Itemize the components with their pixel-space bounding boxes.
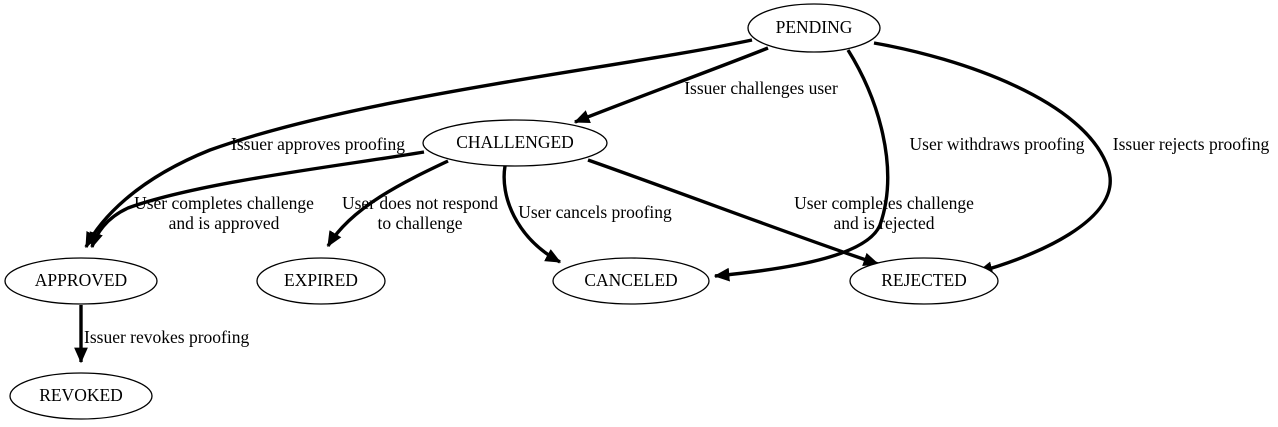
node-revoked-label: REVOKED	[39, 385, 123, 405]
edge-label-user-completes-challenge-rejected-line1: User completes challenge	[794, 193, 974, 213]
edge-label-user-completes-challenge-approved-line2: and is approved	[169, 213, 280, 233]
edge-label-user-completes-challenge-rejected: User completes challenge and is rejected	[794, 193, 974, 233]
node-canceled[interactable]: CANCELED	[552, 257, 710, 305]
node-canceled-label: CANCELED	[584, 270, 677, 290]
node-rejected[interactable]: REJECTED	[849, 257, 999, 305]
node-challenged-label: CHALLENGED	[456, 132, 574, 152]
node-expired-shape[interactable]	[256, 257, 386, 305]
node-group: PENDING CHALLENGED APPROVED EXPIRED CANC…	[4, 3, 999, 420]
node-pending-shape[interactable]	[747, 3, 881, 53]
edge-label-user-does-not-respond-line2: to challenge	[377, 213, 462, 233]
edge-group	[74, 38, 1112, 364]
node-canceled-shape[interactable]	[552, 257, 710, 305]
node-pending-label: PENDING	[776, 17, 853, 37]
edge-label-issuer-challenges-user: Issuer challenges user	[684, 78, 838, 98]
node-approved-shape[interactable]	[4, 257, 158, 305]
node-expired-label: EXPIRED	[284, 270, 358, 290]
edge-challenged-expired	[326, 159, 449, 248]
edge-label-user-completes-challenge-rejected-line2: and is rejected	[833, 213, 934, 233]
edge-label-user-completes-challenge-approved-line1: User completes challenge	[134, 193, 314, 213]
edge-label-user-withdraws-proofing: User withdraws proofing	[910, 134, 1085, 154]
node-revoked-shape[interactable]	[9, 372, 153, 420]
node-expired[interactable]: EXPIRED	[256, 257, 386, 305]
node-challenged[interactable]: CHALLENGED	[422, 119, 608, 167]
node-challenged-shape[interactable]	[422, 119, 608, 167]
node-rejected-shape[interactable]	[849, 257, 999, 305]
node-rejected-label: REJECTED	[881, 270, 967, 290]
edge-label-user-does-not-respond: User does not respond to challenge	[342, 193, 498, 233]
edge-label-issuer-revokes-proofing: Issuer revokes proofing	[84, 327, 249, 347]
node-revoked[interactable]: REVOKED	[9, 372, 153, 420]
node-approved-label: APPROVED	[35, 270, 127, 290]
edge-label-issuer-rejects-proofing: Issuer rejects proofing	[1113, 134, 1270, 154]
edge-label-issuer-approves-proofing: Issuer approves proofing	[231, 134, 405, 154]
edge-challenged-rejected	[587, 158, 880, 266]
edge-challenged-canceled	[502, 165, 562, 264]
edge-challenged-approved	[89, 150, 425, 249]
edge-label-group: Issuer challenges user Issuer approves p…	[84, 78, 1269, 347]
edge-label-user-does-not-respond-line1: User does not respond	[342, 193, 498, 213]
node-approved[interactable]: APPROVED	[4, 257, 158, 305]
edge-pending-canceled	[713, 49, 890, 282]
node-pending[interactable]: PENDING	[747, 3, 881, 53]
edge-label-user-cancels-proofing: User cancels proofing	[518, 202, 672, 222]
edge-pending-challenged	[573, 46, 769, 124]
edge-pending-rejected	[873, 41, 1112, 275]
edge-pending-approved	[84, 38, 753, 249]
edge-label-user-completes-challenge-approved: User completes challenge and is approved	[134, 193, 314, 233]
